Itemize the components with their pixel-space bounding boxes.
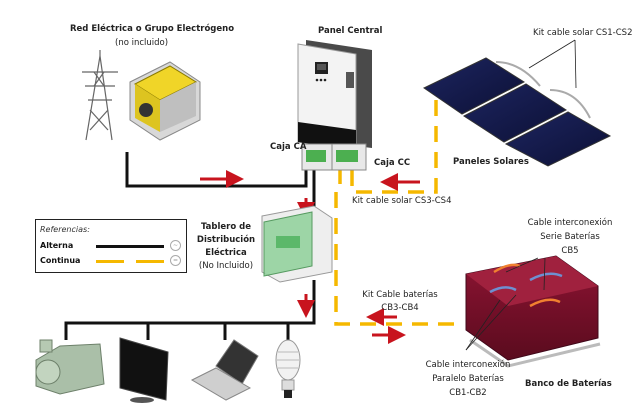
distribution-board-icon <box>261 205 333 283</box>
solar-kit-1-label: Kit cable solar CS1-CS2 <box>533 28 633 38</box>
legend: Referencias: Alterna ~ Continua = <box>35 219 187 273</box>
dc-symbol-icon: = <box>170 255 181 266</box>
dc-box-label: Caja CC <box>374 158 411 168</box>
series-cable-label-1: Cable interconexión <box>527 218 613 228</box>
dc-box-icon <box>331 143 367 171</box>
dc-line-to-batteries <box>334 192 460 326</box>
dc-wiring <box>334 100 460 326</box>
parallel-cable-label-3: CB1-CB2 <box>449 388 487 398</box>
monitor-icon <box>119 337 169 403</box>
battery-bank-icon <box>465 255 601 368</box>
battery-kit-label-1: Kit Cable baterías <box>362 290 438 300</box>
grid-source-note: (no incluido) <box>115 38 169 48</box>
grid-source-label: Red Eléctrica o Grupo Electrógeno <box>70 24 235 34</box>
distribution-board-label-2: Distribución <box>196 235 256 245</box>
ac-line-grid-to-panel <box>125 152 308 188</box>
transmission-tower-icon <box>82 50 118 141</box>
ac-box-icon <box>301 143 333 171</box>
legend-item-dc-label: Continua <box>40 256 81 265</box>
dc-line-panels-to-dcbox <box>350 100 438 194</box>
battery-bank-label: Banco de Baterías <box>525 379 612 389</box>
ac-box-label: Caja CA <box>270 142 307 152</box>
parallel-cable-label-1: Cable interconexión <box>425 360 511 370</box>
distribution-board-label-3: Eléctrica <box>205 248 247 258</box>
series-cable-label-3: CB5 <box>561 246 579 256</box>
solar-panels-icon <box>423 39 612 167</box>
central-panel-label: Panel Central <box>318 26 383 36</box>
parallel-cable-label-2: Paralelo Baterías <box>432 374 504 384</box>
ac-symbol-icon: ~ <box>170 240 181 251</box>
legend-item-ac-label: Alterna <box>40 241 74 250</box>
cfl-bulb-icon <box>275 339 301 398</box>
solar-panels-label: Paneles Solares <box>453 157 529 167</box>
distribution-board-label-4: (No Incluido) <box>198 261 254 271</box>
battery-kit-label-2: CB3-CB4 <box>381 303 419 313</box>
water-pump-icon <box>35 339 105 395</box>
generator-icon <box>129 61 201 141</box>
ac-line-board-to-loads <box>64 280 316 340</box>
distribution-board-label-1: Tablero de <box>200 222 252 232</box>
legend-title: Referencias: <box>40 225 90 234</box>
flow-arrows <box>200 170 420 344</box>
series-cable-label-2: Serie Baterías <box>540 232 600 242</box>
legend-dc-line-swatch-2 <box>136 260 164 263</box>
laptop-icon <box>190 339 259 401</box>
central-panel-icon <box>297 40 372 151</box>
legend-dc-line-swatch-1 <box>96 260 124 263</box>
solar-kit-2-label: Kit cable solar CS3-CS4 <box>352 196 452 206</box>
legend-ac-line-swatch <box>96 245 164 248</box>
